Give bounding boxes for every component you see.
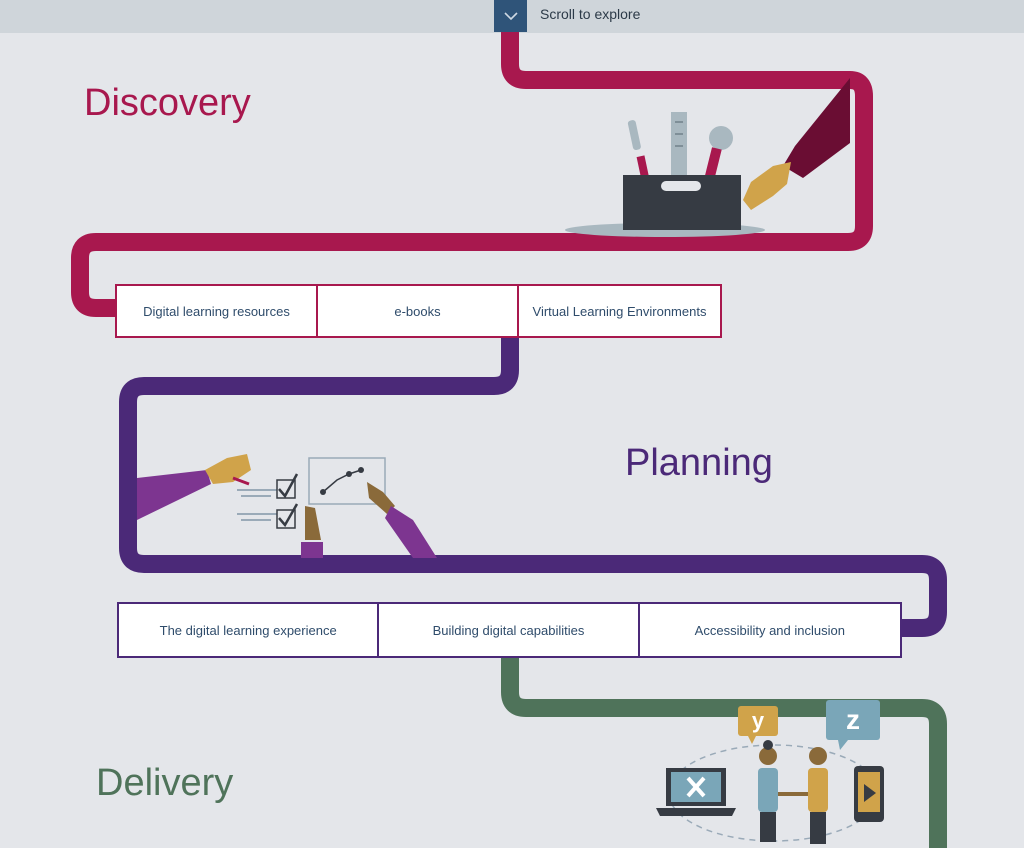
- chevron-down-icon: [503, 11, 518, 20]
- link-e-books[interactable]: e-books: [318, 286, 519, 336]
- discovery-heading: Discovery: [84, 82, 251, 124]
- speech-bubble-y: y: [751, 708, 765, 733]
- planning-links: The digital learning experience Building…: [117, 602, 902, 658]
- speech-bubble-z: z: [846, 704, 860, 735]
- link-digital-learning-experience[interactable]: The digital learning experience: [119, 604, 380, 656]
- scroll-label: Scroll to explore: [540, 6, 641, 22]
- delivery-heading: Delivery: [96, 762, 234, 804]
- discovery-links: Digital learning resources e-books Virtu…: [115, 284, 722, 338]
- link-virtual-learning-environments[interactable]: Virtual Learning Environments: [532, 303, 707, 319]
- scroll-down-button[interactable]: [494, 0, 527, 32]
- link-building-digital-capabilities[interactable]: Building digital capabilities: [379, 604, 640, 656]
- toolbox-icon: [565, 78, 850, 237]
- collaboration-devices-icon: y z: [656, 698, 892, 848]
- link-accessibility-and-inclusion[interactable]: Accessibility and inclusion: [694, 622, 845, 638]
- planning-board-icon: [137, 454, 437, 558]
- link-digital-learning-resources[interactable]: Digital learning resources: [117, 286, 318, 336]
- planning-heading: Planning: [625, 442, 773, 484]
